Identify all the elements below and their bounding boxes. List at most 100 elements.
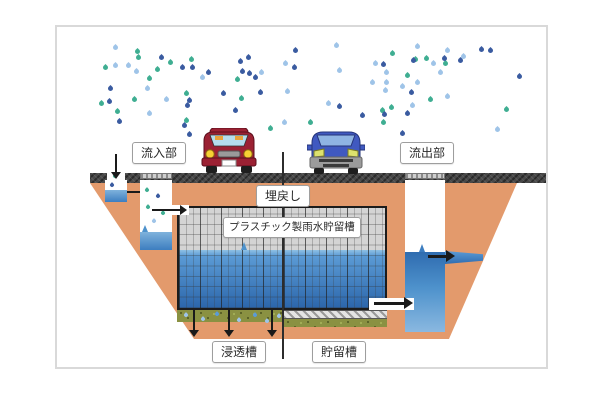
raindrop-icon bbox=[154, 65, 162, 74]
windshield bbox=[316, 134, 356, 147]
raindrop-icon bbox=[379, 119, 387, 127]
raindrop-icon bbox=[124, 62, 132, 70]
outlet-arrow bbox=[374, 297, 413, 309]
diagram-frame: 流入部 流出部 埋戻し プラスチック製雨水貯留槽 浸透槽 貯留槽 bbox=[55, 25, 548, 369]
raindrop-icon bbox=[413, 42, 421, 51]
raindrop-icon bbox=[398, 82, 406, 90]
raindrop-icon bbox=[280, 119, 289, 127]
raindrop-icon bbox=[477, 45, 485, 53]
raindrop-icon bbox=[101, 63, 109, 71]
raindrop-icon bbox=[115, 117, 123, 125]
raindrop-icon bbox=[113, 108, 121, 116]
headlight-icon bbox=[243, 149, 253, 159]
red-car bbox=[201, 128, 257, 173]
raindrop-icon bbox=[238, 94, 246, 102]
raindrop-icon bbox=[131, 95, 139, 103]
raindrop-icon bbox=[388, 50, 396, 58]
tire-icon bbox=[206, 166, 217, 173]
outflow-chamber-water bbox=[405, 252, 445, 332]
label-storage: 貯留槽 bbox=[312, 341, 367, 363]
raindrop-icon bbox=[494, 125, 502, 134]
raindrop-icon bbox=[157, 53, 165, 61]
raindrop-icon bbox=[252, 73, 260, 81]
raindrop-icon bbox=[359, 111, 367, 120]
road-grate-left-icon bbox=[140, 173, 172, 179]
raindrop-icon bbox=[106, 84, 115, 92]
raindrop-icon bbox=[204, 68, 212, 76]
grille bbox=[217, 150, 241, 158]
raindrop-icon bbox=[403, 71, 411, 79]
raindrop-icon bbox=[145, 75, 154, 83]
raindrop-icon bbox=[292, 46, 300, 54]
raindrop-icon bbox=[266, 125, 274, 133]
section-divider-line bbox=[282, 152, 284, 359]
infiltration-arrow bbox=[267, 310, 277, 337]
headlight-icon bbox=[313, 148, 325, 158]
raindrop-icon bbox=[381, 86, 390, 94]
raindrop-icon bbox=[244, 54, 252, 62]
raindrop-icon bbox=[372, 60, 380, 68]
raindrop-icon bbox=[290, 63, 298, 71]
blue-car bbox=[307, 131, 365, 174]
road-surface bbox=[90, 173, 546, 183]
raindrop-icon bbox=[429, 60, 437, 68]
inflow-down-arrow bbox=[111, 154, 121, 179]
rain-area bbox=[57, 27, 546, 147]
raindrop-icon bbox=[188, 56, 196, 64]
raindrop-icon bbox=[188, 64, 196, 72]
raindrop-icon bbox=[368, 79, 376, 87]
raindrop-icon bbox=[256, 88, 264, 97]
raindrop-icon bbox=[178, 63, 187, 71]
label-tank: プラスチック製雨水貯留槽 bbox=[223, 217, 361, 238]
raindrop-icon bbox=[283, 87, 291, 95]
raindrop-icon bbox=[238, 67, 246, 75]
raindrop-icon bbox=[388, 103, 396, 112]
raindrop-icon bbox=[219, 89, 227, 97]
catch-basin-water bbox=[105, 190, 127, 202]
outflow-shaft bbox=[405, 180, 445, 252]
raindrop-icon bbox=[199, 74, 207, 82]
raindrop-icon bbox=[422, 54, 430, 62]
license-plate bbox=[221, 159, 237, 167]
basin-to-chamber-arrow bbox=[127, 187, 147, 197]
raindrop-icon bbox=[399, 129, 407, 137]
shaft-wave-icon bbox=[419, 244, 425, 252]
raindrop-icon bbox=[408, 89, 416, 97]
headlight-icon bbox=[347, 148, 359, 158]
raindrop-icon bbox=[335, 67, 343, 75]
raindrop-icon bbox=[427, 95, 435, 103]
raindrop-icon bbox=[106, 98, 114, 106]
raindrop-icon bbox=[306, 118, 314, 126]
raindrop-icon bbox=[380, 111, 388, 119]
raindrop-icon bbox=[236, 57, 244, 66]
raindrop-icon bbox=[383, 68, 391, 76]
label-backfill: 埋戻し bbox=[256, 185, 311, 207]
outflow-arrow bbox=[428, 250, 455, 262]
raindrop-icon bbox=[282, 59, 290, 67]
tank-wave-icon bbox=[241, 242, 247, 250]
raindrop-icon bbox=[97, 99, 105, 107]
label-outflow: 流出部 bbox=[400, 142, 455, 164]
raindrop-icon bbox=[443, 93, 451, 101]
raindrop-icon bbox=[167, 58, 175, 66]
gravel-bed-right bbox=[284, 319, 387, 327]
raindrop-icon bbox=[234, 76, 242, 84]
raindrop-icon bbox=[257, 69, 265, 77]
road-grate-right-icon bbox=[405, 173, 445, 179]
raindrop-icon bbox=[413, 78, 421, 86]
impermeable-liner bbox=[284, 310, 387, 319]
infiltration-arrow bbox=[224, 310, 234, 337]
raindrop-icon bbox=[502, 106, 510, 114]
label-inflow: 流入部 bbox=[132, 142, 187, 164]
raindrop-icon bbox=[403, 110, 411, 118]
raindrop-icon bbox=[408, 102, 416, 110]
raindrop-icon bbox=[335, 102, 343, 111]
headlight-icon bbox=[205, 149, 215, 159]
tire-icon bbox=[314, 168, 324, 174]
raindrop-icon bbox=[436, 68, 445, 76]
raindrop-icon bbox=[443, 46, 451, 54]
tire-icon bbox=[241, 166, 252, 173]
chamber-wave-icon bbox=[142, 225, 148, 232]
raindrop-icon bbox=[487, 47, 495, 55]
raindrop-icon bbox=[325, 99, 333, 107]
